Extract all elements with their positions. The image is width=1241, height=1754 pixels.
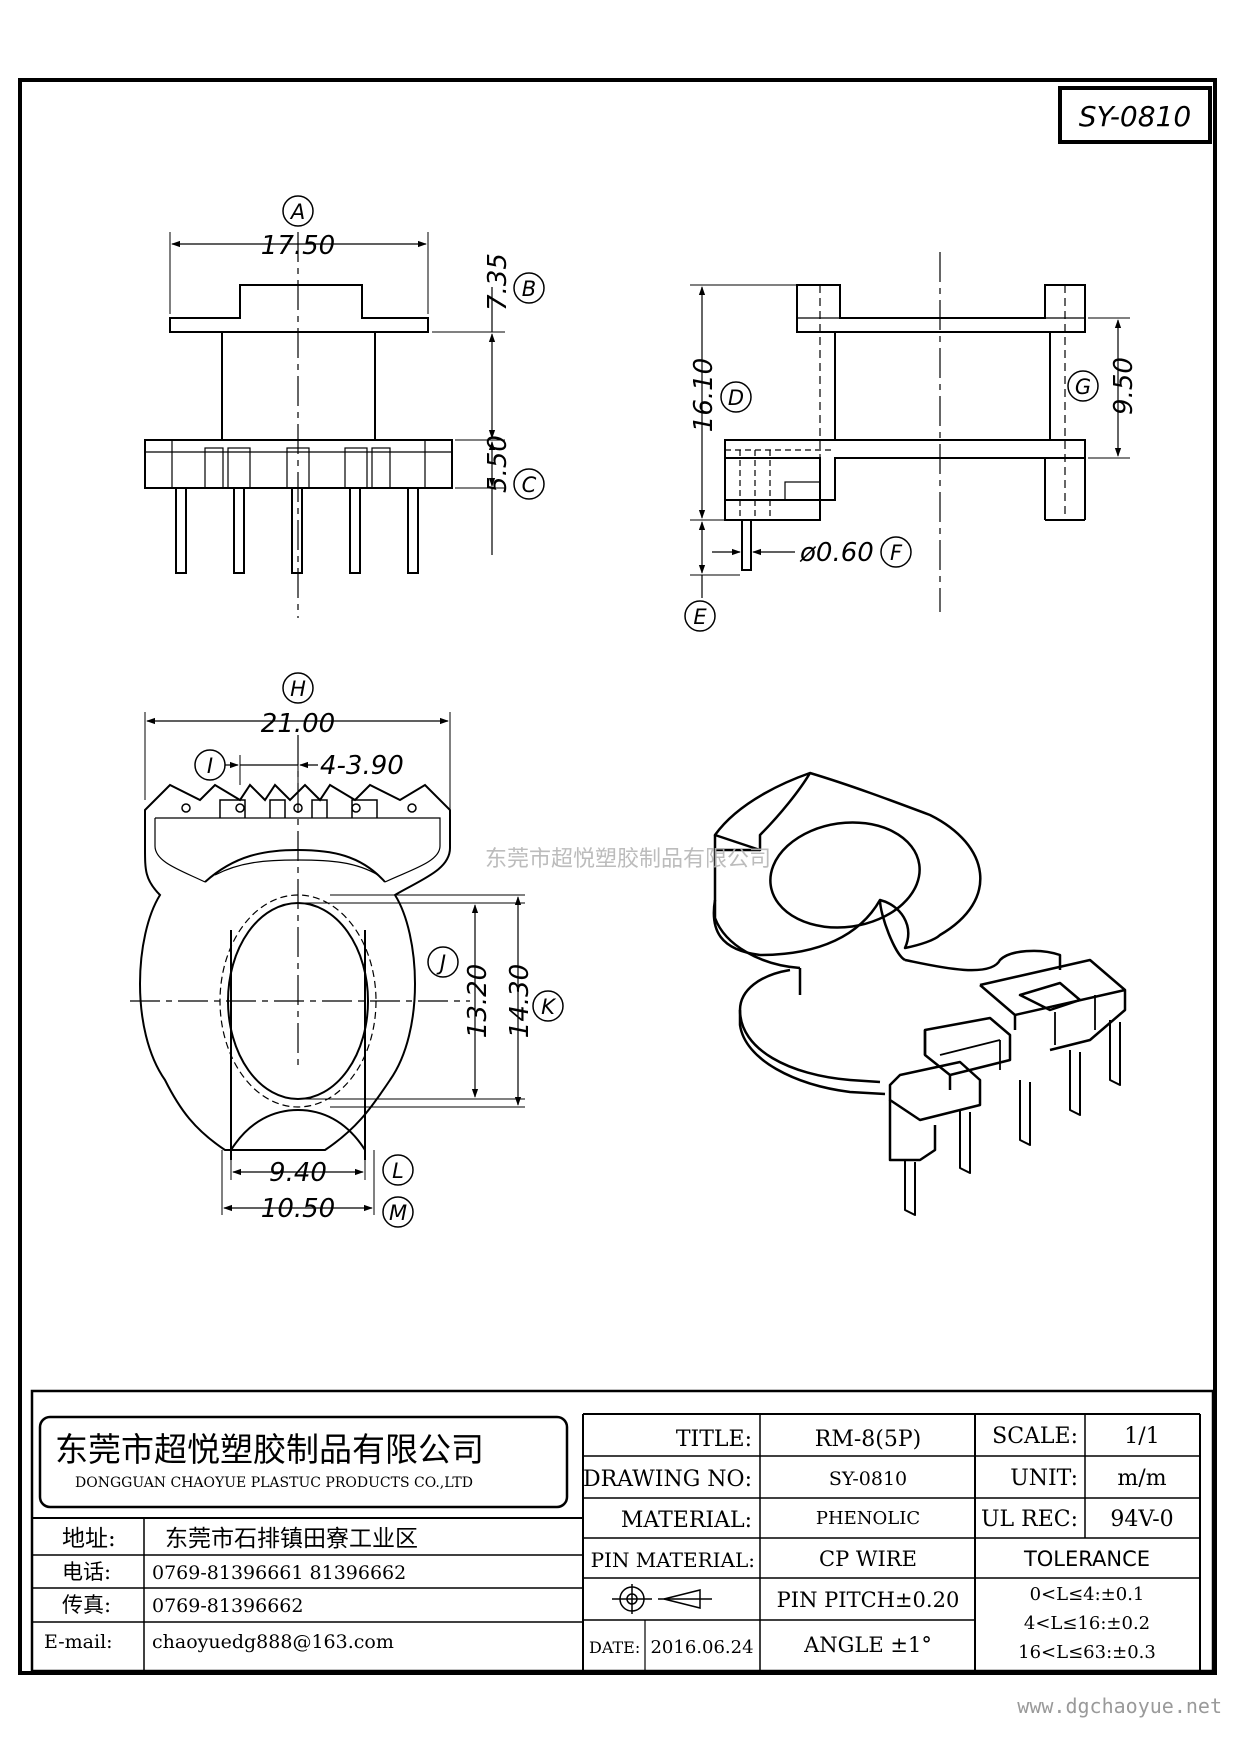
fax-value: 0769-81396662 [152, 1595, 303, 1617]
dim-G-letter: G [1075, 375, 1091, 399]
unit-value: m/m [1117, 1466, 1166, 1491]
bottom-view [130, 712, 525, 1215]
dim-J-letter: J [436, 951, 446, 975]
address-value: 东莞市石排镇田寮工业区 [165, 1526, 418, 1552]
dim-F-letter: F [890, 541, 903, 565]
dim-D-value: 16.10 [689, 358, 719, 432]
drawing-no-value: SY-0810 [829, 1468, 907, 1490]
dim-A-label: A 17.50 [261, 195, 335, 261]
dim-M-value: 10.50 [261, 1194, 335, 1224]
fax-label: 传真: [62, 1593, 111, 1617]
dim-C-label: 5.50 C [483, 435, 545, 500]
company-name-cn: 东莞市超悦塑胶制品有限公司 [55, 1430, 484, 1469]
dim-J-value: 13.20 [463, 964, 493, 1038]
dim-K-label: 14.30 K [505, 964, 564, 1038]
dim-M-letter: M [389, 1201, 407, 1225]
dim-F-label: ø0.60 F [799, 536, 912, 568]
website-url: www.dgchaoyue.net [1017, 1694, 1222, 1718]
scale-label: SCALE: [992, 1424, 1078, 1449]
dim-G-label: G 9.50 [1067, 357, 1139, 415]
dim-A-letter: A [289, 200, 305, 224]
title-value: RM-8(5P) [815, 1427, 922, 1452]
pin-material-label: PIN MATERIAL: [591, 1548, 755, 1572]
pin-material-value: CP WIRE [819, 1547, 917, 1571]
email-value: chaoyuedg888@163.com [152, 1631, 394, 1653]
drawing-code-box: SY-0810 [1058, 86, 1212, 144]
dim-F-value: ø0.60 [799, 538, 874, 568]
date-value: 2016.06.24 [650, 1637, 753, 1658]
dim-D-label: 16.10 D [689, 358, 752, 432]
dim-E-label: E [684, 600, 716, 632]
ul-value: 94V-0 [1110, 1507, 1173, 1532]
dim-H-letter: H [290, 677, 306, 701]
dim-C-letter: C [522, 473, 537, 497]
phone-label: 电话: [62, 1560, 111, 1584]
projection-symbol [612, 1584, 712, 1614]
scale-value: 1/1 [1124, 1424, 1159, 1449]
tolerance-row-2: 4<L≤16:±0.2 [1024, 1613, 1150, 1634]
dim-K-value: 14.30 [505, 964, 535, 1038]
dim-G-value: 9.50 [1109, 357, 1139, 415]
dim-D-letter: D [728, 386, 744, 410]
dim-H-value: 21.00 [261, 709, 335, 739]
dim-B-value: 7.35 [483, 253, 513, 311]
date-label: DATE: [589, 1638, 640, 1657]
drawing-border [18, 78, 1217, 1675]
drawing-code: SY-0810 [1079, 100, 1191, 133]
dim-K-letter: K [541, 995, 557, 1019]
drawing-no-label: DRAWING NO: [583, 1467, 752, 1492]
front-view [144, 232, 505, 618]
isometric-view [712, 771, 1127, 1216]
dim-H-label: H 21.00 [261, 672, 335, 739]
tolerance-label: TOLERANCE [1023, 1547, 1150, 1571]
dim-A-value: 17.50 [261, 231, 335, 261]
dim-L-label: 9.40 L [269, 1154, 414, 1188]
email-label: E-mail: [44, 1631, 113, 1653]
dim-I-letter: I [207, 754, 213, 778]
ul-label: UL REC: [981, 1507, 1078, 1532]
tolerance-row-1: 0<L≤4:±0.1 [1030, 1584, 1145, 1605]
dim-M-label: 10.50 M [261, 1194, 414, 1228]
title-label: TITLE: [676, 1427, 752, 1452]
tolerance-row-3: 16<L≤63:±0.3 [1018, 1642, 1156, 1663]
dim-I-value: 4-3.90 [320, 751, 404, 781]
dim-B-letter: B [522, 277, 536, 301]
material-value: PHENOLIC [816, 1508, 920, 1529]
angle-tolerance: ANGLE ±1° [803, 1633, 932, 1657]
unit-label: UNIT: [1010, 1466, 1078, 1491]
phone-value: 0769-81396661 81396662 [152, 1562, 406, 1584]
dim-B-label: 7.35 B [483, 253, 545, 311]
pin-pitch: PIN PITCH±0.20 [777, 1588, 960, 1612]
dim-C-value: 5.50 [483, 435, 513, 493]
watermark: 东莞市超悦塑胶制品有限公司 [485, 847, 771, 872]
company-name-en: DONGGUAN CHAOYUE PLASTUC PRODUCTS CO.,LT… [75, 1475, 473, 1491]
side-view [690, 252, 1130, 612]
address-label: 地址: [62, 1526, 116, 1552]
dim-I-label: I 4-3.90 [194, 749, 404, 781]
material-label: MATERIAL: [621, 1508, 752, 1533]
dim-J-label: J 13.20 [427, 946, 493, 1038]
dim-E-letter: E [693, 605, 707, 629]
dim-L-letter: L [392, 1159, 404, 1183]
dim-L-value: 9.40 [269, 1158, 327, 1188]
title-block [30, 1389, 1215, 1673]
